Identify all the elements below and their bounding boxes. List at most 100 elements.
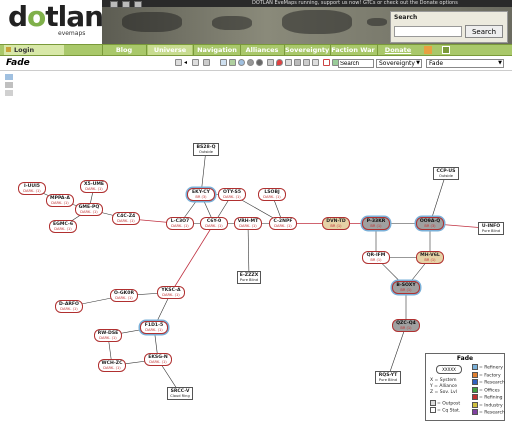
page-title: Fade <box>6 58 30 68</box>
system-name: WCH-ZC <box>101 360 123 366</box>
system-name: U-INFO <box>481 223 501 229</box>
zoom-icon[interactable] <box>203 59 210 66</box>
nav-donate[interactable]: Donate <box>384 46 412 54</box>
nav-alliances[interactable]: Alliances <box>245 46 279 54</box>
prev-arrow-icon[interactable]: ◂ <box>184 59 191 66</box>
system-sov-label: DARK. (1) <box>145 328 163 332</box>
system-sov-label: DARK. (1) <box>205 224 223 228</box>
system-name: B-SOXY <box>396 282 416 288</box>
list-icon[interactable] <box>192 59 199 66</box>
lock-icon <box>6 47 11 52</box>
menu-icon[interactable] <box>134 1 142 8</box>
dotlan-logo[interactable]: dotlan evemaps <box>8 2 104 42</box>
search-button[interactable]: Search <box>465 25 503 38</box>
system-sov-label: DARK. (1) <box>103 366 121 370</box>
legend-row: Y = Alliance <box>430 384 458 389</box>
system-name: MPPA-A <box>50 195 70 201</box>
ship-silhouette-icon <box>282 10 352 34</box>
pods-icon[interactable] <box>256 59 263 66</box>
nav-navigation[interactable]: Navigation <box>197 46 237 54</box>
npc-icon[interactable] <box>247 59 254 66</box>
home-icon[interactable] <box>110 1 118 8</box>
system-name: P-33KR <box>366 218 386 224</box>
map-search-input[interactable] <box>338 59 374 68</box>
grid-icon[interactable] <box>220 59 227 66</box>
nav-blog[interactable]: Blog <box>115 46 133 54</box>
legend-service-row: = Refining <box>472 394 503 401</box>
link-icon[interactable] <box>303 59 310 66</box>
nav-sovereignty[interactable]: Sovereignty <box>285 46 330 54</box>
nav-login[interactable]: Login <box>4 45 64 55</box>
system-sov-label: Outside <box>439 174 453 178</box>
nav-faction-war[interactable]: Faction War <box>331 46 375 54</box>
service-swatch-icon <box>472 379 478 385</box>
zoom-in-icon[interactable] <box>5 74 13 80</box>
kills-icon[interactable] <box>229 59 236 66</box>
print-icon[interactable] <box>175 59 182 66</box>
system-sov-label: Pure Blind <box>378 378 398 382</box>
planet-icon[interactable] <box>294 59 301 66</box>
system-name: RQS-YT <box>378 372 398 378</box>
info-icon[interactable] <box>442 46 450 54</box>
mode-select[interactable]: Sovereignty▼ <box>376 59 422 68</box>
rss-feed-icon[interactable] <box>424 46 432 54</box>
region-select[interactable]: Fade▼ <box>426 59 504 68</box>
rss-icon[interactable] <box>122 1 130 8</box>
system-name: EKY-CY <box>192 189 210 195</box>
bridge-icon[interactable] <box>285 59 292 66</box>
legend-example-system: XXXXX <box>436 365 462 374</box>
pin-icon[interactable] <box>276 59 283 66</box>
search-input[interactable] <box>394 26 462 37</box>
pdf-icon[interactable] <box>323 59 330 66</box>
jumps-icon[interactable] <box>238 59 245 66</box>
station-icon[interactable] <box>267 59 274 66</box>
reset-zoom-icon[interactable] <box>5 90 13 96</box>
system-sov-label: DARK. (1) <box>117 219 135 223</box>
system-sov-label: DARK. (1) <box>60 307 78 311</box>
outpost-icon[interactable] <box>312 59 319 66</box>
system-sov-label: DARK. (1) <box>149 360 167 364</box>
zoom-out-icon[interactable] <box>5 82 13 88</box>
legend-service-row: = Industry <box>472 401 503 408</box>
nav-universe[interactable]: Universe <box>148 45 192 55</box>
service-swatch-icon <box>472 364 478 370</box>
system-sov-label: DARK. (1) <box>162 293 180 297</box>
system-name: YKSC-A <box>161 287 181 293</box>
system-sov-label: Pure Blind <box>481 229 501 233</box>
jump-link <box>429 173 447 224</box>
